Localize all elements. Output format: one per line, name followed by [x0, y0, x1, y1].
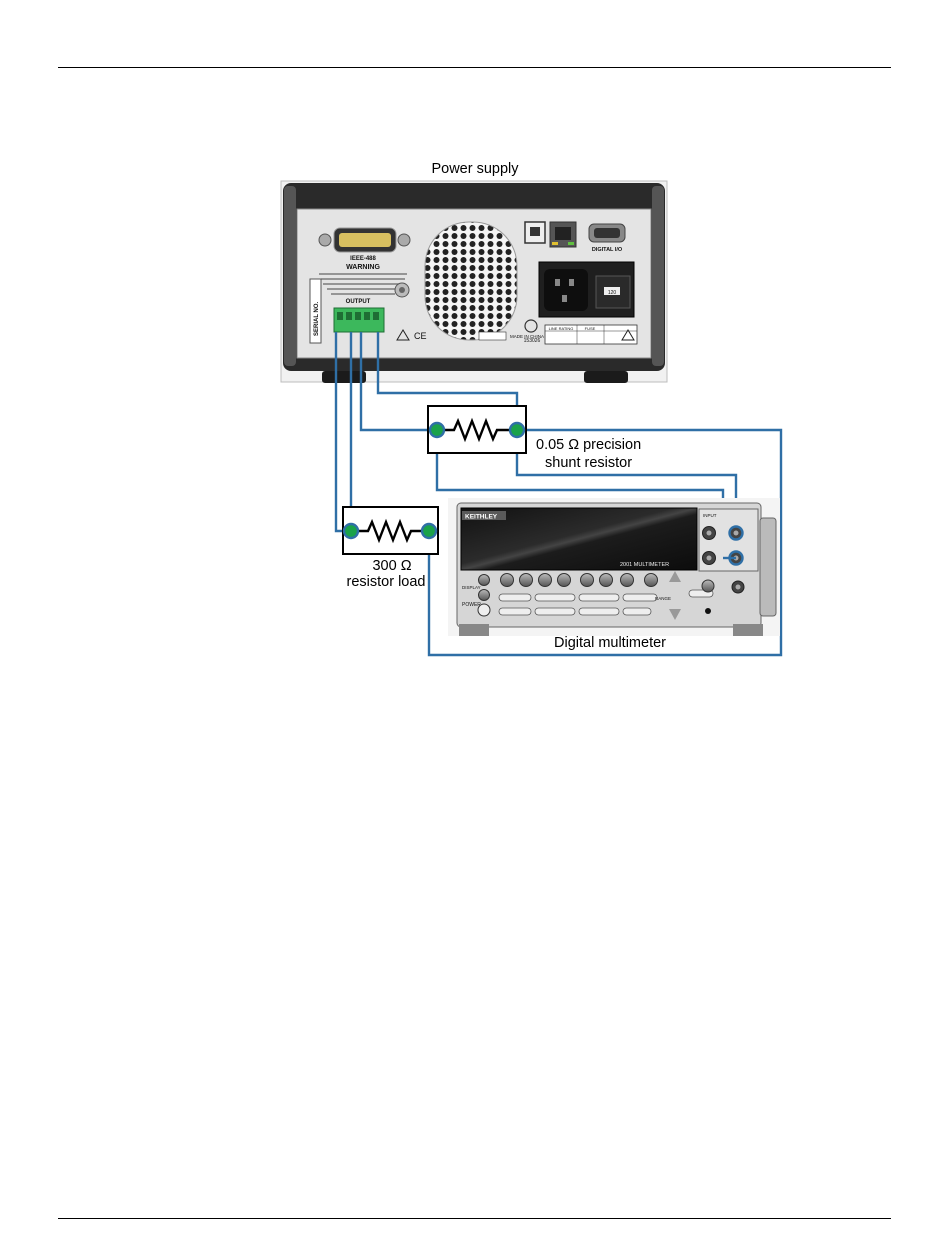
- load-terminal-left: [344, 524, 358, 538]
- dmm-brand: KEITHLEY: [465, 514, 498, 521]
- serial-label: SERIAL NO.: [314, 301, 320, 336]
- dmm-model: 2001 MULTIMETER: [620, 562, 669, 568]
- ieee-label: IEEE-488: [350, 256, 376, 262]
- output-terminal-block: [334, 308, 384, 332]
- digital-io-label: DIGITAL I/O: [592, 247, 623, 253]
- dmm-display-label: DISPLAY: [462, 585, 481, 590]
- fuse-label: FUSE: [585, 326, 596, 331]
- multimeter-label: Digital multimeter: [554, 635, 666, 651]
- power-supply: IEEE-488 WARNING SERIAL NO. OUTPUT CE: [281, 181, 667, 383]
- load-label-line2: resistor load: [347, 574, 426, 590]
- dmm-range-label: RANGE: [655, 596, 671, 601]
- shunt-terminal-left: [430, 423, 444, 437]
- ac-power-inlet: [539, 262, 634, 317]
- load-terminal-right: [422, 524, 436, 538]
- power-supply-label: Power supply: [431, 161, 519, 177]
- digital-io-connector: [589, 224, 625, 242]
- load-label-line1: 300 Ω: [372, 558, 411, 574]
- shunt-label-line1: 0.05 Ω precision: [536, 437, 641, 453]
- shunt-resistor: [428, 406, 526, 453]
- shunt-label-line2: shunt resistor: [545, 455, 632, 471]
- fuse-value: 120: [608, 290, 617, 296]
- output-label: OUTPUT: [346, 299, 371, 305]
- digital-multimeter: KEITHLEY 2001 MULTIMETER DISPLAY POWER: [448, 498, 780, 636]
- load-resistor: [343, 507, 438, 554]
- dmm-power-switch: [478, 604, 490, 616]
- made-in-label: MADE IN CHINA: [510, 334, 544, 339]
- line-rating-label: LINE RATING: [549, 326, 574, 331]
- fan-grille: [425, 222, 517, 340]
- dmm-input-label: INPUT: [703, 513, 717, 518]
- ce-mark-icon: CE: [414, 331, 427, 341]
- shunt-terminal-right: [510, 423, 524, 437]
- warning-label: WARNING: [346, 264, 380, 271]
